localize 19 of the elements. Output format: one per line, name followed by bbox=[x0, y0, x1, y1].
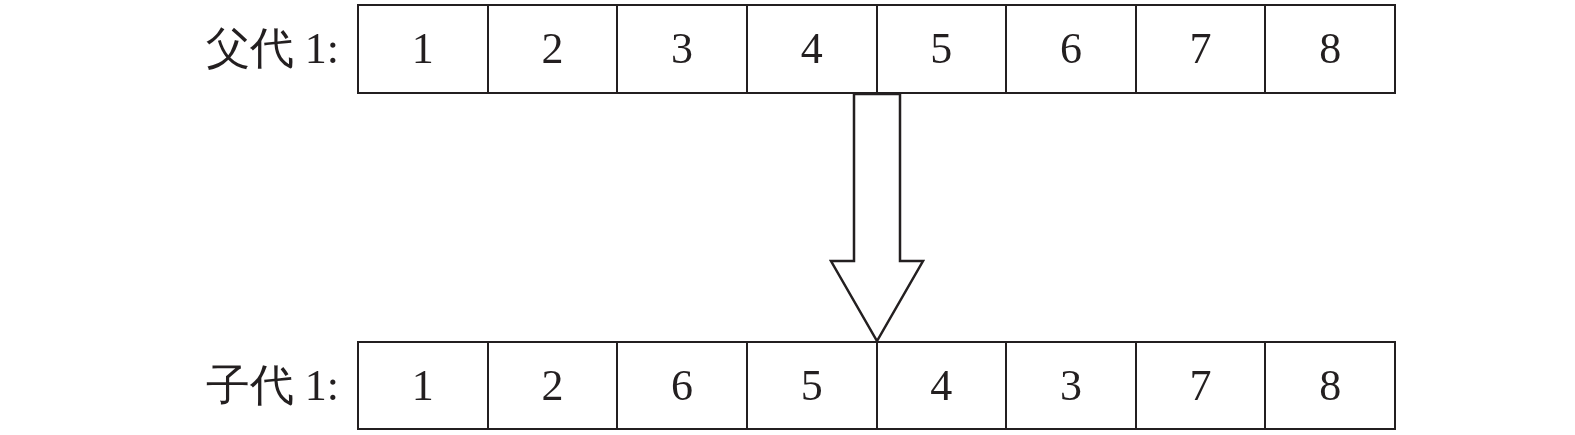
number-cell: 1 bbox=[359, 343, 487, 428]
number-cell: 8 bbox=[1264, 343, 1394, 428]
number-cell: 3 bbox=[1005, 343, 1135, 428]
number-cell: 6 bbox=[1005, 6, 1135, 92]
number-cell: 2 bbox=[486, 6, 617, 92]
number-cell: 2 bbox=[486, 343, 617, 428]
row-label: 父代 1: bbox=[205, 27, 339, 71]
number-cell: 5 bbox=[745, 343, 876, 428]
number-cell: 6 bbox=[616, 343, 746, 428]
number-cell: 5 bbox=[875, 6, 1006, 92]
number-cell: 7 bbox=[1134, 6, 1265, 92]
number-cell: 4 bbox=[875, 343, 1006, 428]
block-arrow bbox=[828, 92, 926, 344]
row-label: 子代 1: bbox=[205, 363, 339, 408]
number-cell: 4 bbox=[745, 6, 876, 92]
number-cell: 3 bbox=[616, 6, 746, 92]
number-cell: 1 bbox=[359, 6, 487, 92]
number-cell: 7 bbox=[1134, 343, 1265, 428]
number-cell: 8 bbox=[1264, 6, 1394, 92]
